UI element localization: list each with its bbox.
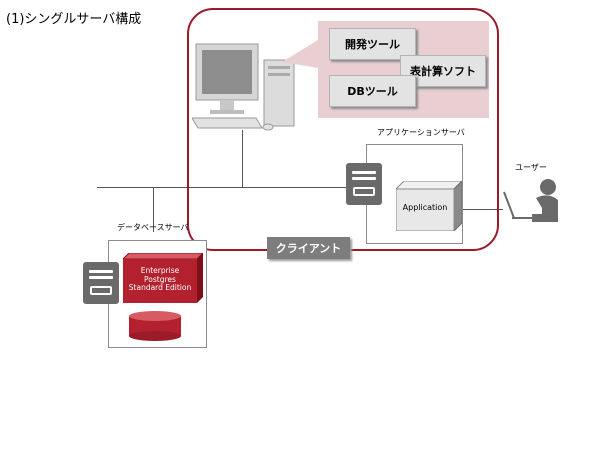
client-pc-link (242, 130, 243, 188)
product-line-1: Enterprise (140, 266, 180, 275)
callout-pointer (282, 40, 318, 68)
application-label: Application (402, 203, 448, 212)
desktop-computer-icon (191, 43, 295, 131)
tool-db-tools: DBツール (329, 75, 416, 107)
client-badge: クライアント (267, 237, 350, 259)
client-pc-icon (191, 40, 300, 132)
database-cylinder-icon (129, 311, 181, 341)
application-cube (396, 181, 462, 231)
db-server-label: データベースサーバ (117, 223, 189, 232)
product-line-3: Standard Edition (128, 283, 192, 292)
tool-dev-tools: 開発ツール (329, 28, 416, 60)
db-server-icon (83, 262, 119, 304)
product-name: Enterprise Postgres Standard Edition (123, 266, 197, 293)
network-line (97, 187, 370, 188)
app-server-label: アプリケーションサーバ (377, 128, 465, 137)
user-label: ユーザー (515, 163, 547, 172)
product-cube (123, 253, 203, 303)
db-server-link (153, 187, 154, 232)
page-title: (1)シングルサーバ構成 (6, 12, 142, 27)
product-line-2: Postgres (144, 274, 176, 284)
user-icon (503, 179, 558, 222)
user-link (463, 209, 503, 210)
app-server-icon (346, 163, 382, 205)
